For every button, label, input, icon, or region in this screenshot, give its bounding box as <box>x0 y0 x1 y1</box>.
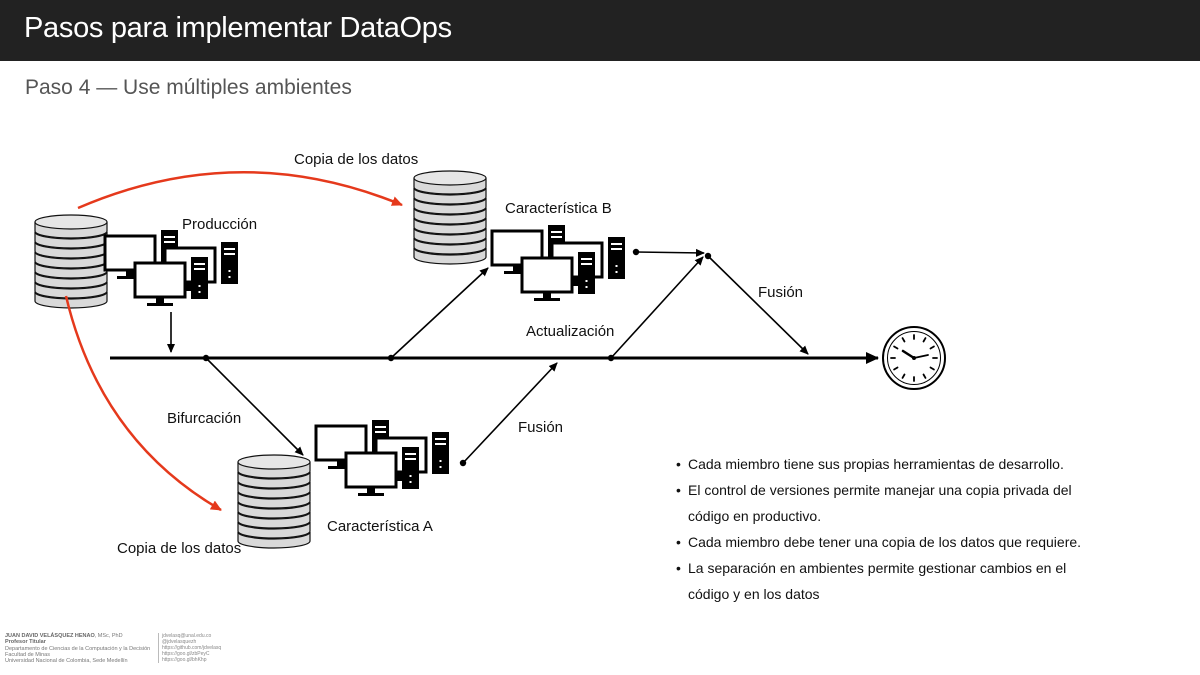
footer-author: JUAN DAVID VELÁSQUEZ HENAO, MSc, PhD Pro… <box>5 633 150 664</box>
slide-title: Pasos para implementar DataOps <box>24 12 452 44</box>
branch-arrow-feature-b <box>390 267 489 359</box>
footer-contact-link-1[interactable]: https://goo.gl/zbPeyC <box>162 651 210 658</box>
computer-icon-production <box>105 230 238 306</box>
label-merge-bottom: Fusión <box>518 419 563 436</box>
copy-arrow-bottom <box>64 295 222 512</box>
footer-dept: Departamento de Ciencias de la Computaci… <box>5 645 151 652</box>
title-bar <box>0 0 1200 61</box>
copy-arrow-top <box>77 171 403 210</box>
label-merge-top: Fusión <box>758 284 803 301</box>
footer-faculty: Facultad de Minas <box>5 651 50 658</box>
fork-arrow <box>205 357 304 456</box>
computer-icon-feature-b <box>492 225 625 301</box>
bullet-item: Cada miembro debe tener una copia de los… <box>676 529 1108 555</box>
label-feature-b: Característica B <box>505 200 612 217</box>
bullet-item: La separación en ambientes permite gesti… <box>676 555 1108 607</box>
update-arrow <box>610 256 704 359</box>
bullet-item: Cada miembro tiene sus propias herramien… <box>676 451 1108 477</box>
clock-icon <box>882 326 946 390</box>
bullet-list: Cada miembro tiene sus propias herramien… <box>676 451 1108 607</box>
footer-contact-github[interactable]: https://github.com/jdvelasq <box>162 645 222 652</box>
merge-arrow-bottom <box>462 362 558 464</box>
label-copy-top: Copia de los datos <box>294 151 418 168</box>
label-copy-bottom: Copia de los datos <box>117 540 241 557</box>
label-production: Producción <box>182 216 257 233</box>
footer-role: Profesor Titular <box>5 639 46 646</box>
footer-contact-link-2[interactable]: https://goo.gl/bhKhp <box>162 657 207 664</box>
label-update: Actualización <box>526 323 614 340</box>
footer-contact-twitter[interactable]: @jdvelasquezh <box>162 639 197 646</box>
slide-subtitle: Paso 4 — Use múltiples ambientes <box>25 76 352 99</box>
label-fork: Bifurcación <box>167 410 241 427</box>
feature-b-output-arrow <box>635 248 705 257</box>
footer-name: JUAN DAVID VELÁSQUEZ HENAO <box>5 633 95 639</box>
footer-contacts: jdvelasq@unal.edu.co @jdvelasquezh https… <box>158 633 222 664</box>
footer-degree: , MSc, PhD <box>94 633 123 639</box>
label-feature-a: Característica A <box>327 518 433 535</box>
computer-icon-feature-a <box>316 420 449 496</box>
database-icon-feature-a <box>238 455 310 548</box>
database-icon-feature-b <box>414 171 486 264</box>
footer-contact-email[interactable]: jdvelasq@unal.edu.co <box>162 633 212 639</box>
bullet-item: El control de versiones permite manejar … <box>676 477 1108 529</box>
merge-arrow-top <box>707 255 809 355</box>
database-icon-production <box>35 215 107 308</box>
footer-university: Universidad Nacional de Colombia, Sede M… <box>5 658 128 665</box>
